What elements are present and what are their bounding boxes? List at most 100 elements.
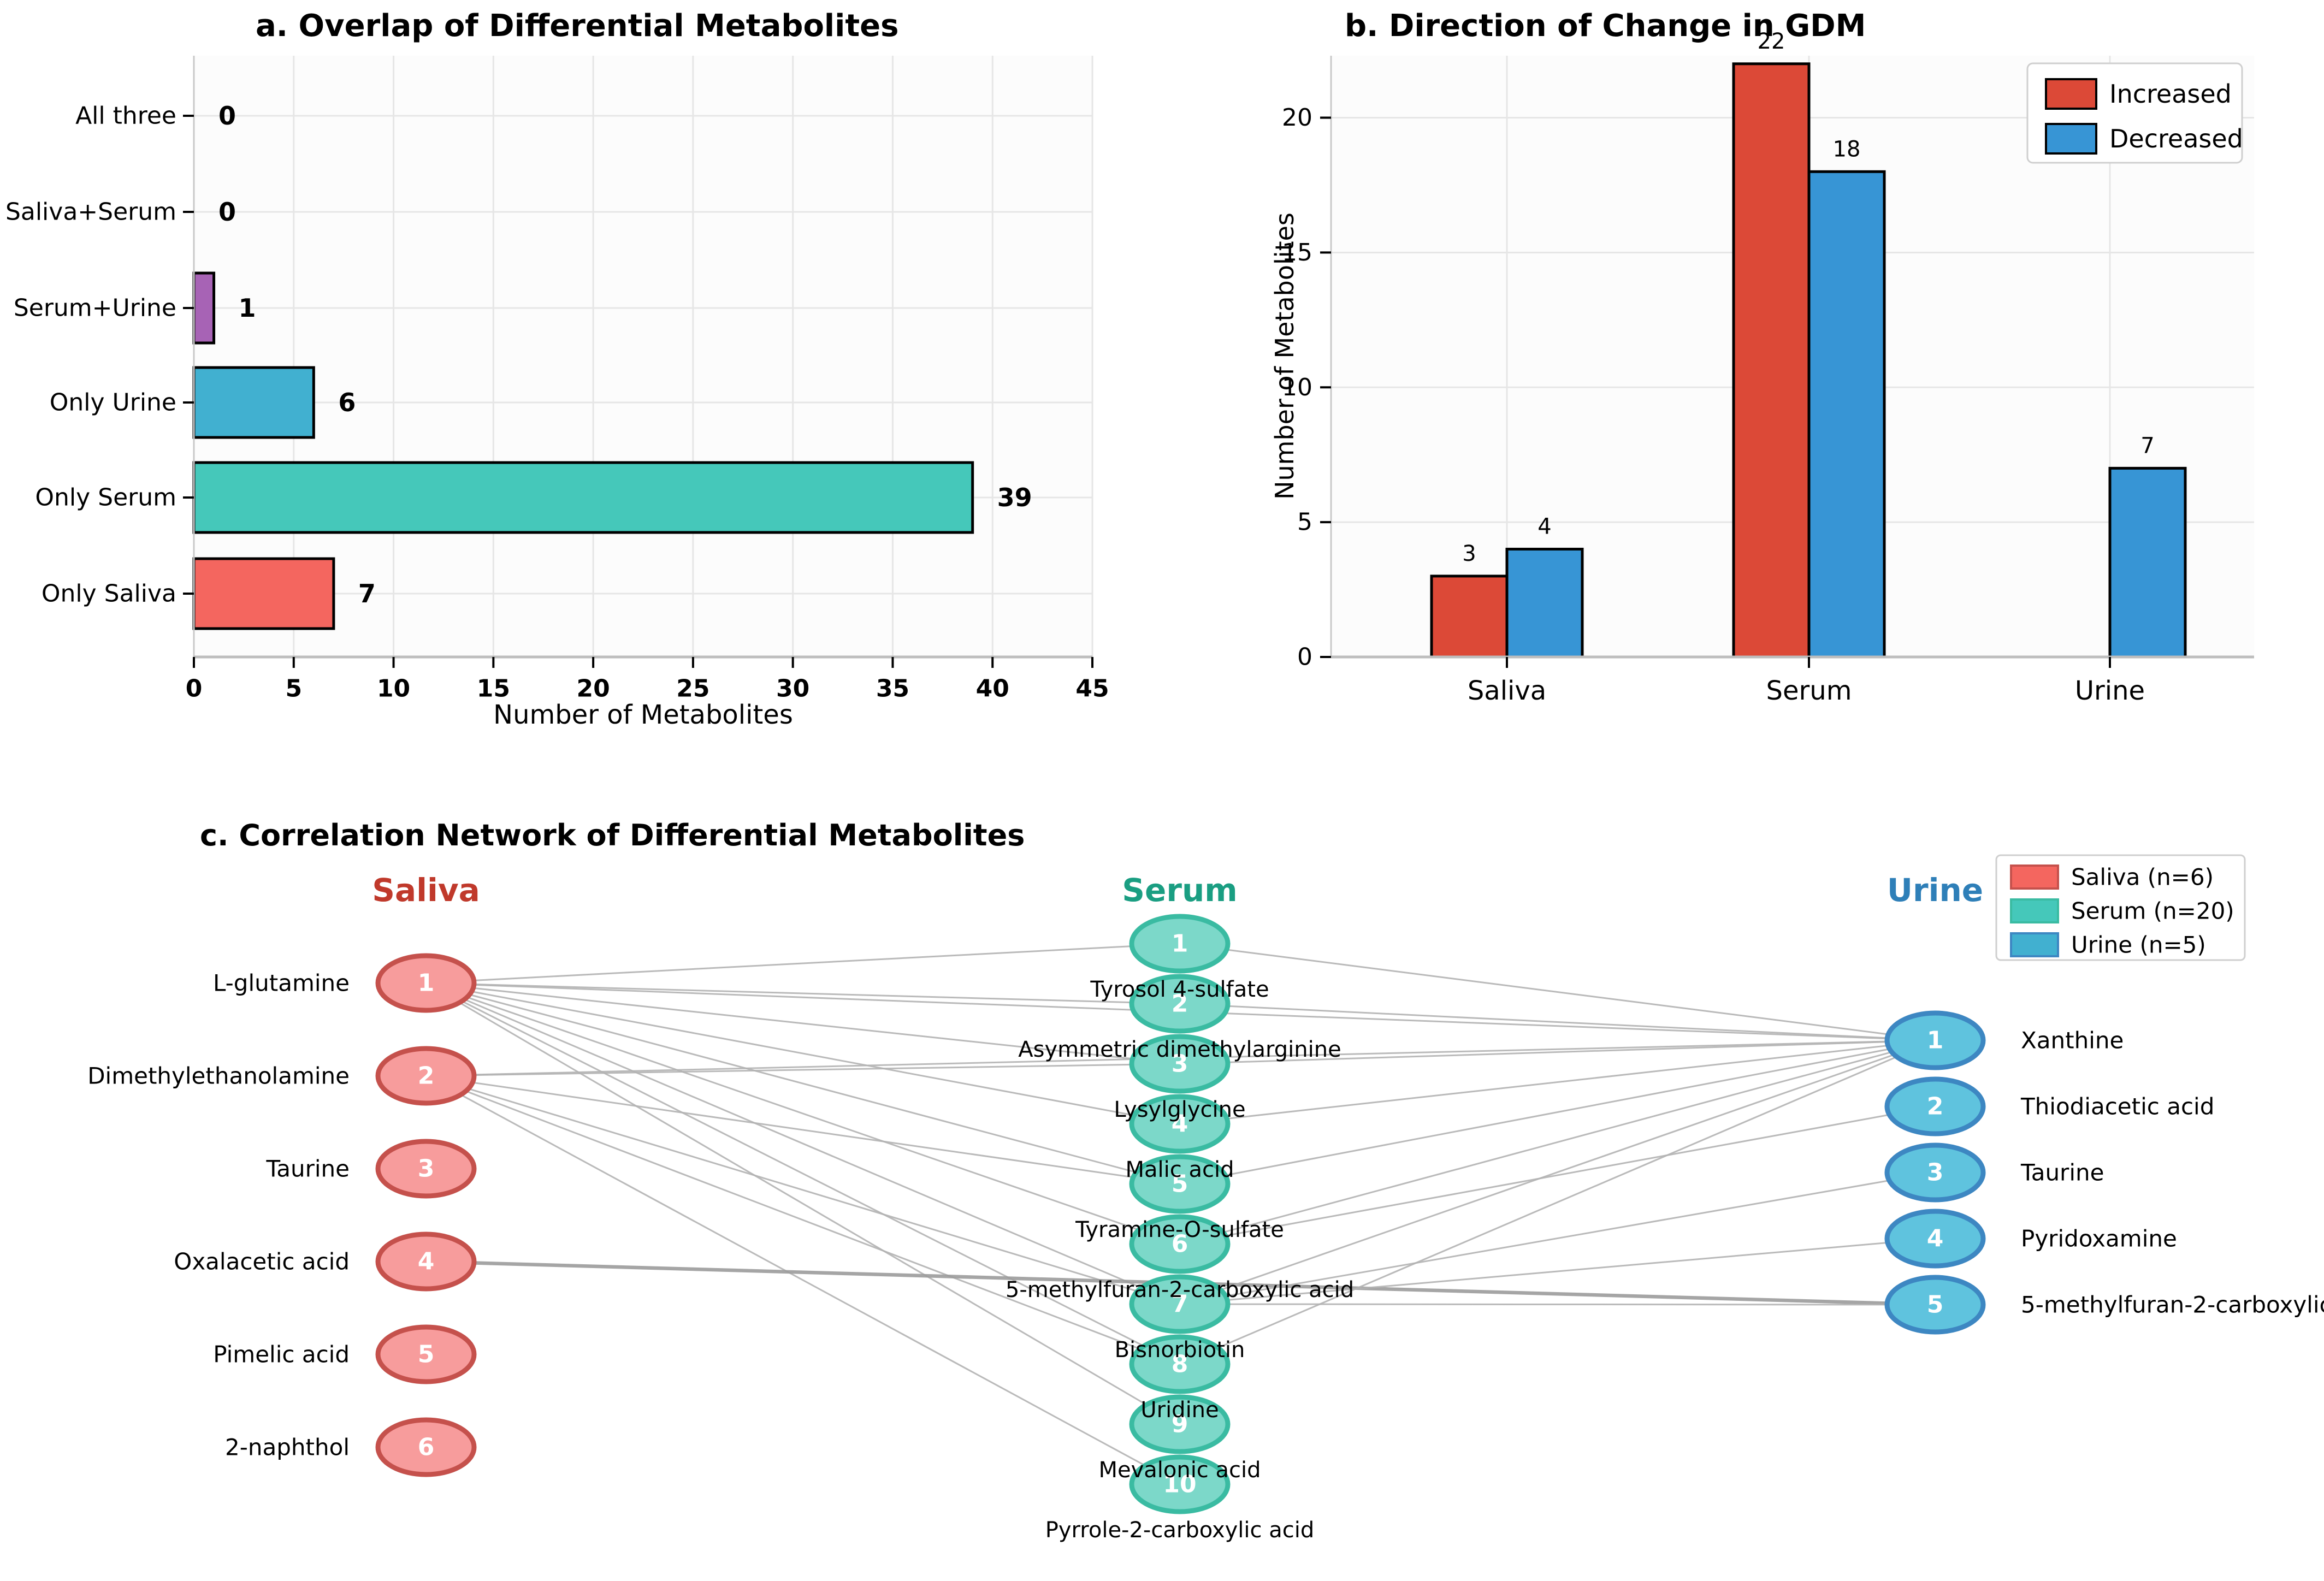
node-number-M4: 4 (1172, 1110, 1188, 1138)
node-label-M10: Pyrrole-2-carboxylic acid (1045, 1518, 1314, 1543)
node-U2 (1884, 1076, 1986, 1136)
bar-only-urine (192, 366, 315, 439)
bar-serum-urine (192, 271, 216, 345)
node-label-U1: Xanthine (2021, 1027, 2124, 1054)
bar-increased-serum (1732, 62, 1811, 659)
node-label-U3: Taurine (2020, 1159, 2104, 1186)
node-number-M2: 2 (1172, 990, 1188, 1018)
node-label-M8: Uridine (1140, 1398, 1219, 1423)
edge-M4-U1 (1227, 1045, 1888, 1120)
bar-value-label: 0 (218, 101, 236, 131)
node-number-U5: 5 (1927, 1291, 1944, 1319)
x-axis-label: Number of Metabolites (493, 700, 793, 730)
network-edges (459, 945, 1897, 1466)
bar-value-label: 1 (239, 293, 256, 323)
node-U3 (1884, 1142, 1986, 1203)
category-label: Only Serum (35, 484, 176, 512)
y-tick-label: 20 (1282, 104, 1312, 132)
node-U4 (1884, 1209, 1986, 1269)
node-M3 (1129, 1034, 1231, 1094)
bar-value-label: 0 (218, 197, 236, 227)
edge-M2-U1 (1227, 1005, 1888, 1039)
category-label: Saliva+Serum (5, 198, 176, 226)
bar-only-saliva (192, 557, 335, 630)
edge-M5-U1 (1225, 1048, 1890, 1176)
x-tick-label: 35 (876, 675, 909, 703)
legend-swatch-2 (2010, 932, 2059, 957)
category-label: All three (75, 102, 176, 130)
category-label: Urine (2075, 676, 2145, 706)
node-number-M5: 5 (1172, 1170, 1188, 1198)
node-number-M6: 6 (1172, 1230, 1188, 1258)
edge-S1-M7 (464, 998, 1142, 1289)
node-U5 (1884, 1275, 1986, 1335)
node-label-M7: Bisnorbiotin (1115, 1337, 1245, 1363)
edge-S1-M5 (469, 993, 1137, 1174)
node-label-M2: Asymmetric dimethylarginine (1018, 1037, 1341, 1062)
node-number-S3: 3 (418, 1155, 435, 1183)
panel-b-title: b. Direction of Change in GDM (1345, 8, 1866, 44)
bar-value-label: 6 (338, 388, 356, 417)
network-column-saliva: Saliva123456L-glutamineDimethylethanolam… (87, 872, 480, 1477)
category-label: Saliva (1468, 676, 1546, 706)
bar-value-label: 7 (2140, 433, 2154, 458)
node-number-M8: 8 (1172, 1351, 1188, 1378)
node-label-M3: Lysylglycine (1114, 1097, 1245, 1122)
y-axis-label: Number of Metabolites (1270, 212, 1299, 500)
legend-label: Increased (2109, 79, 2232, 109)
x-tick-label: 5 (285, 675, 302, 703)
node-label-U5: 5-methylfuran-2-carboxylic acid (2021, 1292, 2324, 1318)
node-M10 (1129, 1454, 1231, 1514)
node-label-S1: L-glutamine (213, 970, 350, 997)
edge-S2-M7 (468, 1088, 1138, 1292)
legend-swatch-0 (2010, 864, 2059, 890)
x-tick-label: 0 (186, 675, 203, 703)
edge-S2-M8 (465, 1090, 1140, 1350)
bar-decreased-urine (2108, 466, 2187, 659)
bar-increased-saliva (1430, 575, 1509, 659)
node-M1 (1129, 914, 1231, 974)
category-label: Serum (1766, 676, 1852, 706)
y-tick-label: 10 (1282, 374, 1312, 401)
node-M2 (1129, 974, 1231, 1034)
category-label: Only Urine (50, 389, 176, 417)
edge-M6-U2 (1225, 1114, 1890, 1237)
node-label-S2: Dimethylethanolamine (87, 1063, 350, 1089)
node-M9 (1129, 1394, 1231, 1454)
node-number-U1: 1 (1927, 1027, 1944, 1055)
node-S3 (375, 1139, 477, 1199)
node-number-U4: 4 (1927, 1225, 1944, 1253)
node-M8 (1129, 1334, 1231, 1394)
edge-S2-M10 (460, 1094, 1146, 1466)
legend-label: Urine (n=5) (2071, 932, 2206, 958)
bar-value-label: 7 (358, 579, 376, 608)
node-number-M9: 9 (1172, 1411, 1188, 1438)
node-S6 (375, 1417, 477, 1477)
x-tick-label: 40 (976, 675, 1009, 703)
node-number-U2: 2 (1927, 1093, 1944, 1121)
node-M7 (1129, 1274, 1231, 1334)
x-tick-label: 20 (576, 675, 610, 703)
node-number-S6: 6 (418, 1434, 435, 1461)
edge-S2-M5 (472, 1081, 1133, 1179)
edge-S1-M4 (471, 991, 1134, 1116)
node-number-S1: 1 (418, 969, 435, 997)
node-label-M4: Malic acid (1126, 1157, 1234, 1182)
edge-S1-M3 (473, 987, 1133, 1060)
node-S4 (375, 1231, 477, 1292)
x-tick-label: 15 (477, 675, 510, 703)
node-label-M6: 5-methylfuran-2-carboxylic acid (1006, 1277, 1354, 1302)
node-label-U2: Thiodiacetic acid (2020, 1093, 2214, 1120)
x-tick-label: 25 (676, 675, 709, 703)
node-M5 (1129, 1154, 1231, 1214)
y-tick-label: 5 (1297, 508, 1312, 536)
bar-value-label: 3 (1462, 541, 1476, 566)
bar-value-label: 4 (1537, 514, 1551, 540)
node-number-S4: 4 (418, 1248, 435, 1276)
category-label: Serum+Urine (14, 294, 176, 322)
